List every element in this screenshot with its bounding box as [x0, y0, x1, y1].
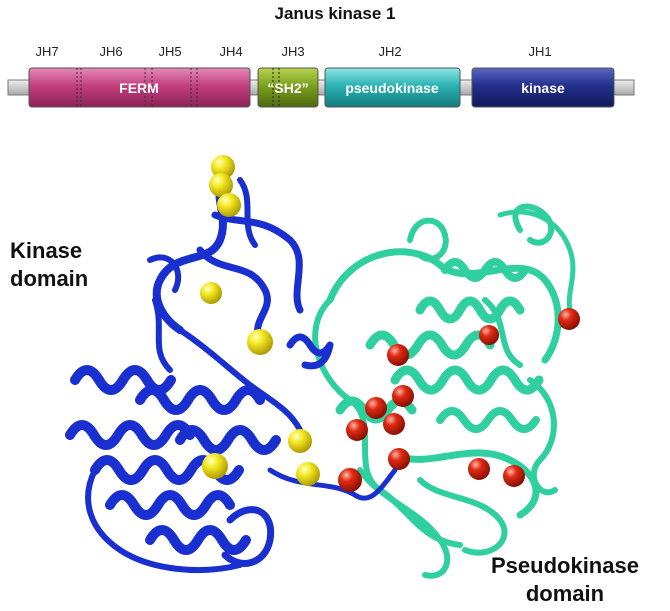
red-sphere — [387, 344, 409, 366]
yellow-sphere — [202, 453, 228, 479]
kinase-domain-label: Kinase domain — [10, 237, 88, 293]
jh7-label: JH7 — [35, 44, 59, 59]
kinase-label-line1: Kinase — [10, 238, 83, 263]
red-sphere — [346, 419, 368, 441]
jh2-label: JH2 — [378, 44, 402, 59]
jh6-label: JH6 — [99, 44, 123, 59]
ferm-label: FERM — [119, 80, 159, 96]
kinase-label: kinase — [521, 80, 565, 96]
red-sphere — [383, 413, 405, 435]
domain-architecture-bar: FERM “SH2” pseudokinase kinase — [7, 67, 635, 108]
red-sphere — [388, 448, 410, 470]
kinase-label-line2: domain — [10, 266, 89, 291]
red-sphere — [479, 325, 499, 345]
pseudokinase-domain-box — [324, 67, 461, 108]
pseudokinase-marker-spheres — [338, 308, 580, 492]
kinase-domain-ribbon — [65, 166, 398, 573]
red-sphere — [392, 385, 414, 407]
yellow-sphere — [288, 429, 312, 453]
yellow-sphere — [200, 282, 222, 304]
pseudokinase-domain-label: Pseudokinase domain — [491, 552, 639, 608]
pseudokinase-label-line1: Pseudokinase — [491, 553, 639, 578]
jh4-label: JH4 — [219, 44, 243, 59]
pseudokinase-label: pseudokinase — [345, 80, 439, 96]
red-sphere — [365, 397, 387, 419]
red-sphere — [468, 458, 490, 480]
kinase-domain-box — [471, 67, 615, 108]
pseudokinase-domain-ribbon — [312, 203, 578, 579]
jh1-label: JH1 — [528, 44, 552, 59]
red-sphere — [503, 465, 525, 487]
kinase-marker-spheres — [200, 155, 320, 486]
red-sphere — [558, 308, 580, 330]
yellow-sphere — [211, 155, 235, 179]
yellow-sphere — [247, 329, 273, 355]
figure-title: Janus kinase 1 — [274, 4, 396, 23]
yellow-sphere — [217, 193, 241, 217]
yellow-sphere — [296, 462, 320, 486]
red-sphere — [338, 468, 362, 492]
jh5-label: JH5 — [158, 44, 182, 59]
sh2-label: “SH2” — [267, 80, 308, 96]
ferm-domain-box — [28, 67, 251, 108]
pseudokinase-label-line2: domain — [525, 581, 605, 606]
jh3-label: JH3 — [281, 44, 305, 59]
yellow-sphere — [209, 173, 233, 197]
